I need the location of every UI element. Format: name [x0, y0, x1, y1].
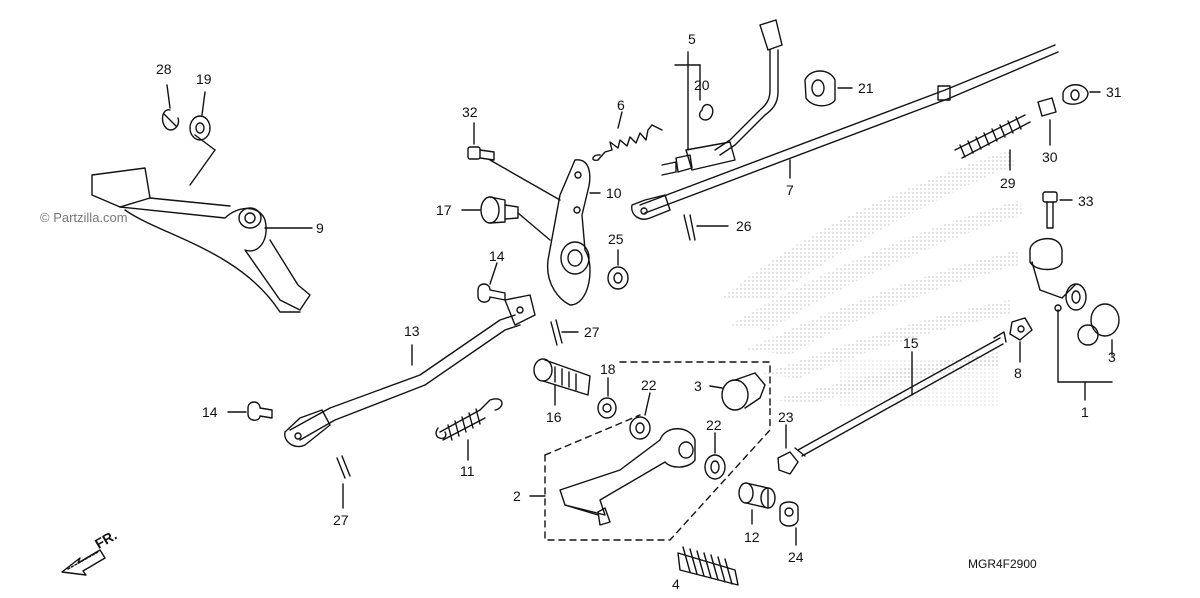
- shift-washer-upper: [629, 416, 651, 440]
- partzilla-watermark: © Partzilla.com: [40, 210, 128, 225]
- tie-rod-nut: [1009, 317, 1033, 341]
- callout-16: 16: [546, 409, 562, 425]
- pivot-bolt: [467, 146, 495, 161]
- callout-24: 24: [788, 549, 804, 565]
- rod-adjust-nut: [1062, 84, 1089, 105]
- pivot-collar: [480, 196, 519, 224]
- callout-18: 18: [600, 361, 616, 377]
- callout-9: 9: [316, 220, 324, 236]
- callout-6: 6: [617, 97, 625, 113]
- callout-19: 19: [196, 71, 212, 87]
- brake-link-rod: [284, 294, 536, 448]
- shift-arm: [1029, 238, 1087, 312]
- shift-pedal-sleeve: [721, 372, 766, 411]
- brake-link-pin-upper: [477, 283, 506, 303]
- shift-washer-lower: [704, 454, 726, 480]
- cable-clamp: [804, 70, 836, 107]
- callout-3-center: 3: [694, 378, 702, 394]
- callout-3-right: 3: [1108, 349, 1116, 365]
- callout-2: 2: [513, 488, 521, 504]
- shift-tie-rod: [794, 331, 1007, 457]
- callout-10: 10: [606, 185, 622, 201]
- shift-arm-bolt: [1042, 191, 1058, 229]
- callout-26: 26: [736, 218, 752, 234]
- cotter-pin-lower: [336, 455, 351, 479]
- callout-7: 7: [786, 182, 794, 198]
- pedal-pivot-bolt: [533, 358, 591, 396]
- brake-pedal-clip: [161, 109, 180, 131]
- shift-arm-ball-joint: [1077, 303, 1120, 346]
- callout-32: 32: [462, 104, 478, 120]
- honda-wing-logo: [720, 150, 1022, 408]
- callout-20: 20: [694, 77, 710, 93]
- callout-27-lower: 27: [333, 512, 349, 528]
- brake-pedal-bracket: [546, 159, 591, 306]
- brake-pedal: [91, 167, 311, 313]
- callout-11: 11: [460, 463, 475, 479]
- pivot-nut: [779, 501, 799, 527]
- diagram-code: MGR4F2900: [968, 557, 1037, 571]
- callout-12: 12: [744, 529, 760, 545]
- callout-23: 23: [778, 409, 794, 425]
- tie-rod-lower-nut: [777, 451, 799, 475]
- cotter-pin-rod: [683, 214, 696, 241]
- callout-25: 25: [608, 231, 624, 247]
- callout-33: 33: [1078, 193, 1094, 209]
- callout-17: 17: [436, 202, 452, 218]
- brake-pedal-washer: [189, 115, 211, 141]
- callout-13: 13: [404, 323, 420, 339]
- rod-spring: [954, 114, 1031, 159]
- callout-4: 4: [672, 576, 680, 592]
- return-spring-upper: [592, 124, 663, 162]
- callout-14-upper: 14: [489, 248, 505, 264]
- brake-link-pin-lower: [247, 401, 273, 421]
- stop-switch: [661, 19, 783, 176]
- shift-pedal-rubber: [677, 546, 739, 586]
- callout-29: 29: [1000, 175, 1016, 191]
- callout-22-lower: 22: [706, 417, 722, 433]
- bracket-washer: [607, 266, 629, 290]
- callout-28: 28: [156, 61, 172, 77]
- return-spring-lower: [435, 398, 503, 441]
- callout-1: 1: [1081, 404, 1089, 420]
- cotter-pin-upper: [550, 319, 563, 346]
- brake-rod: [631, 44, 1059, 220]
- pivot-collar-lower: [738, 482, 776, 509]
- pedal-washer: [597, 397, 617, 419]
- callout-27-upper: 27: [584, 324, 600, 340]
- gear-shift-pedal: [559, 428, 696, 526]
- callout-15: 15: [903, 335, 919, 351]
- callout-8: 8: [1014, 365, 1022, 381]
- callout-14-lower: 14: [202, 404, 218, 420]
- callout-21: 21: [858, 80, 874, 96]
- callout-30: 30: [1042, 149, 1058, 165]
- rod-collar: [1037, 97, 1057, 117]
- callout-31: 31: [1106, 84, 1122, 100]
- callout-22-upper: 22: [641, 377, 657, 393]
- callout-5: 5: [688, 31, 696, 47]
- front-direction-arrow: [61, 549, 106, 576]
